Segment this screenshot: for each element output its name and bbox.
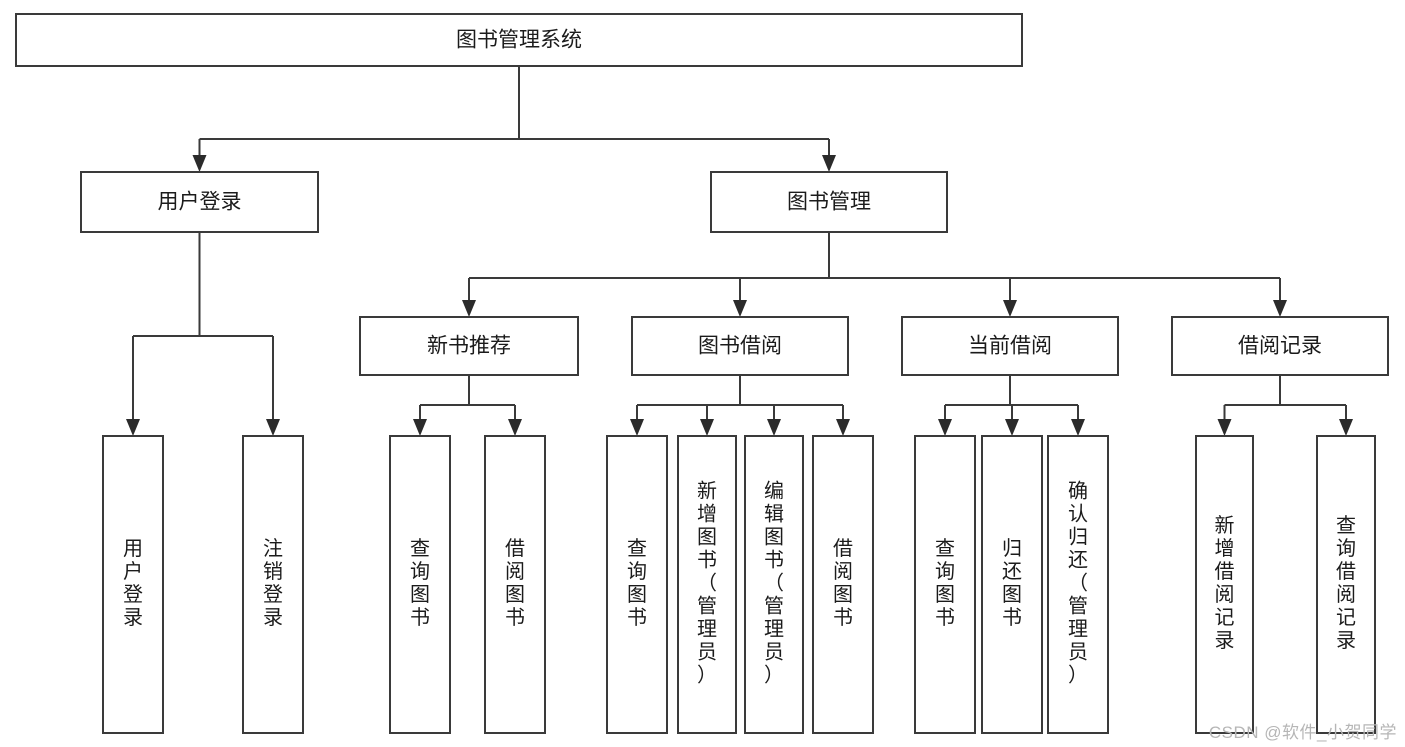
node-leaf-borrow-book-1[interactable]: 借阅图书: [483, 434, 547, 735]
node-leaf-add-book[interactable]: 新增图书（管理员）: [676, 434, 738, 735]
arrow-head-icon-userlogin-0: [126, 419, 140, 436]
node-box-leaf-logout: [241, 434, 305, 735]
node-book-manage[interactable]: 图书管理: [709, 170, 949, 234]
node-label-current-borrow: 当前借阅: [968, 335, 1052, 358]
node-current-borrow[interactable]: 当前借阅: [900, 315, 1120, 377]
connector-layer: [126, 66, 1353, 436]
arrow-head-icon-new-book-recommend-1: [508, 419, 522, 436]
node-label-leaf-query-book-1: 查询图书: [410, 537, 430, 629]
node-leaf-edit-book[interactable]: 编辑图书（管理员）: [743, 434, 805, 735]
arrow-head-icon-root-1: [822, 155, 836, 172]
node-leaf-query-record[interactable]: 查询借阅记录: [1315, 434, 1377, 735]
node-box-leaf-query-record: [1315, 434, 1377, 735]
node-label-root: 图书管理系统: [456, 29, 582, 52]
node-label-leaf-query-record: 查询借阅记录: [1336, 514, 1356, 652]
node-label-leaf-logout: 注销登录: [263, 537, 283, 629]
node-box-book-manage: [709, 170, 949, 234]
node-leaf-query-book-2[interactable]: 查询图书: [605, 434, 669, 735]
node-leaf-borrow-book-2[interactable]: 借阅图书: [811, 434, 875, 735]
node-borrow-record[interactable]: 借阅记录: [1170, 315, 1390, 377]
node-leaf-add-record[interactable]: 新增借阅记录: [1194, 434, 1255, 735]
arrow-head-icon-current-borrow-0: [938, 419, 952, 436]
node-label-leaf-edit-book: 编辑图书（管理员）: [764, 480, 784, 687]
arrow-head-icon-userlogin-1: [266, 419, 280, 436]
node-box-leaf-query-book-1: [388, 434, 452, 735]
node-layer: 图书管理系统用户登录图书管理新书推荐图书借阅当前借阅借阅记录用户登录注销登录查询…: [14, 12, 1390, 735]
node-box-leaf-user-login: [101, 434, 165, 735]
node-label-borrow-record: 借阅记录: [1238, 335, 1322, 358]
node-label-leaf-borrow-book-2: 借阅图书: [833, 537, 853, 629]
node-box-leaf-query-book-3: [913, 434, 977, 735]
arrow-head-icon-current-borrow-2: [1071, 419, 1085, 436]
node-leaf-confirm-return[interactable]: 确认归还（管理员）: [1046, 434, 1110, 735]
arrow-head-icon-root-0: [192, 155, 207, 172]
node-label-book-borrow: 图书借阅: [698, 335, 782, 358]
node-label-leaf-query-book-3: 查询图书: [935, 537, 955, 629]
node-book-borrow[interactable]: 图书借阅: [630, 315, 850, 377]
arrow-head-icon-new-book-recommend-0: [413, 419, 427, 436]
node-box-leaf-confirm-return: [1046, 434, 1110, 735]
node-box-new-book-recommend: [358, 315, 580, 377]
node-root[interactable]: 图书管理系统: [14, 12, 1024, 68]
arrow-head-icon-current-borrow-1: [1005, 419, 1019, 436]
node-label-new-book-recommend: 新书推荐: [427, 335, 511, 358]
arrow-head-icon-book-borrow-3: [836, 419, 850, 436]
arrow-head-icon-bookmanage-0: [462, 300, 476, 317]
arrow-head-icon-bookmanage-3: [1273, 300, 1287, 317]
arrow-head-icon-book-borrow-2: [767, 419, 781, 436]
node-leaf-query-book-1[interactable]: 查询图书: [388, 434, 452, 735]
node-box-user-login: [79, 170, 320, 234]
node-label-leaf-return-book: 归还图书: [1002, 537, 1022, 629]
node-leaf-logout[interactable]: 注销登录: [241, 434, 305, 735]
arrow-head-icon-bookmanage-1: [733, 300, 747, 317]
arrow-head-icon-bookmanage-2: [1003, 300, 1017, 317]
node-new-book-recommend[interactable]: 新书推荐: [358, 315, 580, 377]
node-label-leaf-confirm-return: 确认归还（管理员）: [1068, 480, 1088, 687]
node-box-leaf-return-book: [980, 434, 1044, 735]
node-user-login[interactable]: 用户登录: [79, 170, 320, 234]
node-box-borrow-record: [1170, 315, 1390, 377]
node-box-leaf-add-book: [676, 434, 738, 735]
arrow-head-icon-book-borrow-1: [700, 419, 714, 436]
node-label-leaf-add-book: 新增图书（管理员）: [697, 480, 717, 687]
node-box-leaf-borrow-book-1: [483, 434, 547, 735]
node-label-user-login: 用户登录: [158, 191, 242, 214]
node-box-leaf-add-record: [1194, 434, 1255, 735]
arrow-head-icon-book-borrow-0: [630, 419, 644, 436]
node-box-root: [14, 12, 1024, 68]
node-box-leaf-edit-book: [743, 434, 805, 735]
node-label-leaf-user-login: 用户登录: [123, 538, 143, 629]
node-label-leaf-add-record: 新增借阅记录: [1215, 514, 1235, 652]
node-box-leaf-query-book-2: [605, 434, 669, 735]
node-leaf-return-book[interactable]: 归还图书: [980, 434, 1044, 735]
arrow-head-icon-borrow-record-1: [1339, 419, 1353, 436]
node-leaf-user-login[interactable]: 用户登录: [101, 434, 165, 735]
node-label-leaf-borrow-book-1: 借阅图书: [505, 537, 525, 629]
arrow-head-icon-borrow-record-0: [1217, 419, 1232, 436]
node-box-book-borrow: [630, 315, 850, 377]
node-box-leaf-borrow-book-2: [811, 434, 875, 735]
node-leaf-query-book-3[interactable]: 查询图书: [913, 434, 977, 735]
node-label-book-manage: 图书管理: [787, 191, 871, 214]
node-box-current-borrow: [900, 315, 1120, 377]
node-label-leaf-query-book-2: 查询图书: [627, 537, 647, 629]
